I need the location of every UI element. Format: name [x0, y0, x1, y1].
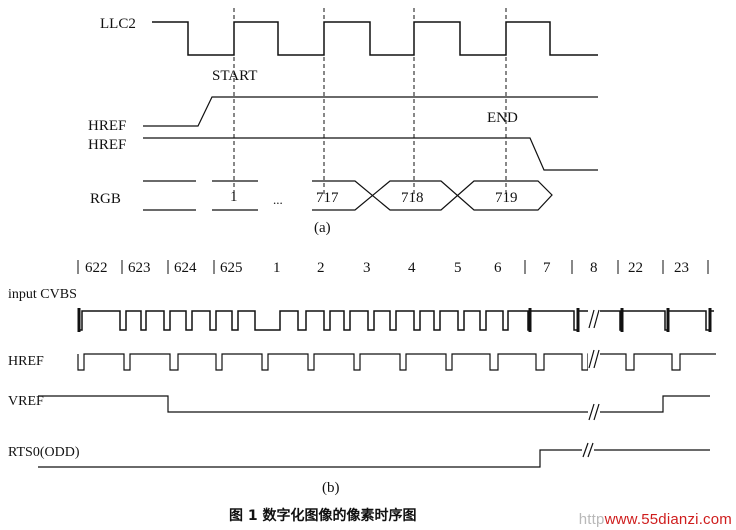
line-numbers: 622 623 624 625 1 2 3 4 5 6 7 8 22 23	[85, 260, 689, 276]
cvbs-label: input CVBS	[8, 287, 77, 302]
vref-waveform	[38, 395, 710, 413]
figure-caption: 图 1 数字化图像的像素时序图	[229, 507, 417, 524]
llc2-waveform	[152, 21, 598, 56]
href-b-label: HREF	[8, 354, 44, 369]
line-number: 5	[454, 260, 462, 276]
line-number: 623	[128, 260, 151, 276]
watermark-prefix: http	[578, 511, 605, 528]
rgb-value-718: 718	[401, 190, 424, 206]
cvbs-break-mark	[588, 306, 600, 334]
line-number: 23	[674, 260, 689, 276]
line-number: 622	[85, 260, 108, 276]
watermark: httpwww.55dianzi.com	[579, 511, 732, 528]
rgb-ellipsis: ...	[273, 192, 283, 207]
href-rise-waveform	[143, 96, 598, 127]
caption-a: (a)	[314, 220, 331, 236]
vref-break-mark	[588, 402, 600, 422]
caption-b: (b)	[322, 480, 340, 496]
line-number: 624	[174, 260, 197, 276]
panel-a: LLC2 START END HREF HREF RGB 1 ... 717 7…	[88, 8, 598, 236]
line-number: 2	[317, 260, 325, 276]
line-number: 4	[408, 260, 416, 276]
line-number: 3	[363, 260, 371, 276]
line-number: 8	[590, 260, 598, 276]
href-rise-label: HREF	[88, 118, 126, 134]
href-break-mark	[588, 348, 600, 374]
watermark-site: www.55dianzi.com	[604, 511, 732, 528]
end-label: END	[487, 110, 518, 126]
rgb-label: RGB	[90, 191, 121, 207]
line-number: 1	[273, 260, 281, 276]
rts0-break-mark	[582, 442, 594, 460]
start-label: START	[212, 68, 257, 84]
panel-b: 622 623 624 625 1 2 3 4 5 6 7 8 22 23 in…	[8, 260, 716, 496]
line-number: 625	[220, 260, 243, 276]
href-b-waveform	[77, 353, 716, 371]
href-fall-label: HREF	[88, 137, 126, 153]
line-number-ticks	[77, 260, 709, 274]
cvbs-waveform	[78, 310, 714, 331]
line-number: 6	[494, 260, 502, 276]
llc2-label: LLC2	[100, 16, 136, 32]
line-number: 22	[628, 260, 643, 276]
rgb-bus	[143, 180, 553, 211]
rts0-label: RTS0(ODD)	[8, 445, 80, 460]
line-number: 7	[543, 260, 551, 276]
href-fall-waveform	[143, 137, 598, 171]
rgb-value-1: 1	[230, 189, 238, 205]
rgb-value-717: 717	[316, 190, 339, 206]
rgb-value-719: 719	[495, 190, 518, 206]
cvbs-pulse-marks	[77, 308, 712, 332]
rts0-waveform	[38, 449, 710, 468]
vref-label: VREF	[8, 394, 44, 409]
